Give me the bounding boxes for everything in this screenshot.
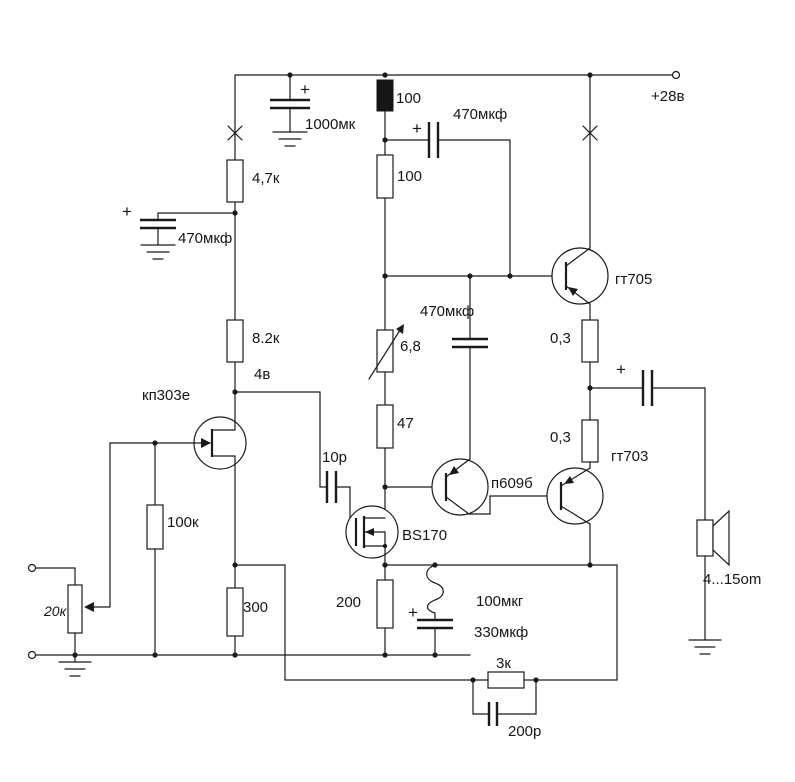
supply-label: +28в xyxy=(651,88,684,105)
resistor-100-mid-label: 100 xyxy=(397,168,422,185)
plus-icon: + xyxy=(412,119,422,138)
cap-330mkf-label: 330мкф xyxy=(474,624,528,641)
transistor-p609: п609б xyxy=(431,346,562,516)
speaker xyxy=(696,509,730,567)
node-4v-label: 4в xyxy=(254,366,270,383)
resistor-200-label: 200 xyxy=(336,594,361,611)
resistor-03-bot-label: 0,3 xyxy=(550,429,571,446)
cap-330mkf: + 330мкф xyxy=(408,603,528,656)
feedback-network: 3к 200p xyxy=(470,564,618,740)
bjt-arrow-icon xyxy=(568,287,578,296)
resistor-100k-label: 100к xyxy=(167,514,199,531)
plus-icon: + xyxy=(300,80,310,99)
mosfet-bs170: BS170 xyxy=(345,486,447,581)
pot-20k: 20к xyxy=(43,584,83,634)
bjt-arrow-icon xyxy=(449,466,459,475)
inductor-100mkg: 100мкг xyxy=(426,564,524,614)
jfet-label: кп303е xyxy=(142,387,190,404)
ground-icon xyxy=(688,639,722,655)
input-network: 100к 20к xyxy=(27,440,199,656)
resistor-3k: 3к xyxy=(487,655,525,689)
speaker-load-label: 4...15om xyxy=(703,571,761,588)
plus-icon: + xyxy=(616,360,626,379)
supply-terminal xyxy=(671,70,681,80)
ground-icon xyxy=(272,131,308,147)
transistor-p609-label: п609б xyxy=(491,475,533,492)
cap-10p: 10p xyxy=(319,449,351,503)
cap-470-left-label: 470мкф xyxy=(178,230,232,247)
resistor-8k2-label: 8.2к xyxy=(252,330,280,347)
resistor-300: 300 xyxy=(226,587,268,637)
resistor-03-top: 0,3 xyxy=(550,319,599,389)
resistor-4k7-label: 4,7к xyxy=(252,170,280,187)
cap-470-top-label: 470мкф xyxy=(453,106,507,123)
transistor-gt705: гт705 xyxy=(382,74,652,321)
left-branch: 4,7к 8.2к 4в xyxy=(226,74,321,488)
cap-200p-label: 200p xyxy=(508,723,541,740)
wiper-arrow-icon xyxy=(84,602,94,612)
jfet-kp303: кп303е xyxy=(142,387,247,566)
output-cap: + xyxy=(616,360,654,406)
transistor-gt705-label: гт705 xyxy=(615,271,652,288)
output-network: + 4...15om xyxy=(587,360,761,655)
resistor-3k-label: 3к xyxy=(496,655,511,672)
cap-470-left: + 470мкф xyxy=(122,202,236,260)
transistor-gt703-label: гт703 xyxy=(611,448,648,465)
mosfet-label: BS170 xyxy=(402,527,447,544)
resistor-100-mid: 100 xyxy=(376,154,422,199)
cap-10p-label: 10p xyxy=(322,449,347,466)
supply-rail: +28в xyxy=(234,70,684,105)
cap-1000mk-label: 1000мк xyxy=(305,116,356,133)
ground-rail xyxy=(27,650,471,677)
ground-icon xyxy=(58,654,92,677)
mosfet-arrow-icon xyxy=(365,528,374,536)
speaker-cone-icon xyxy=(712,509,730,567)
source-bus: 100мкг + 330мкф xyxy=(382,562,618,656)
middle-column: 100 100 6,8 47 xyxy=(368,79,447,519)
resistor-100-top: 100 xyxy=(376,79,421,112)
cap-200p: 200p xyxy=(472,679,541,740)
trimmer-6k8-label: 6,8 xyxy=(400,338,421,355)
resistor-100-top-label: 100 xyxy=(396,90,421,107)
cap-470-mid-label: 470мкф xyxy=(420,303,474,320)
input-terminal-bottom xyxy=(27,650,37,660)
source-network: 300 xyxy=(226,562,489,681)
break-x-icon xyxy=(227,125,243,141)
transistor-gt703: гт703 xyxy=(546,448,648,566)
inductor-label: 100мкг xyxy=(476,593,524,610)
bjt-arrow-icon xyxy=(564,476,574,484)
resistor-4k7: 4,7к xyxy=(226,159,280,203)
ground-icon xyxy=(140,244,176,260)
resistor-200: 200 xyxy=(336,579,394,656)
input-terminal-top xyxy=(27,563,37,573)
resistor-8k2: 8.2к xyxy=(226,319,280,363)
plus-icon: + xyxy=(408,603,418,622)
resistor-300-label: 300 xyxy=(243,599,268,616)
resistor-47: 47 xyxy=(376,404,414,449)
cap-1000mk: + 1000мк xyxy=(270,74,356,147)
pot-20k-label: 20к xyxy=(43,603,68,619)
cap-470-top: + 470мкф xyxy=(384,106,511,277)
resistor-47-label: 47 xyxy=(397,415,414,432)
resistor-03-top-label: 0,3 xyxy=(550,330,571,347)
jfet-arrow-icon xyxy=(201,438,211,448)
break-x-icon xyxy=(582,125,598,141)
resistor-100k: 100к xyxy=(146,504,199,550)
cap-470-mid: 470мкф xyxy=(420,273,488,349)
trimmer-arrow-icon xyxy=(396,324,404,334)
resistor-03-bot: 0,3 xyxy=(550,387,599,463)
plus-icon: + xyxy=(122,202,132,221)
trimmer-6k8: 6,8 xyxy=(368,324,421,380)
